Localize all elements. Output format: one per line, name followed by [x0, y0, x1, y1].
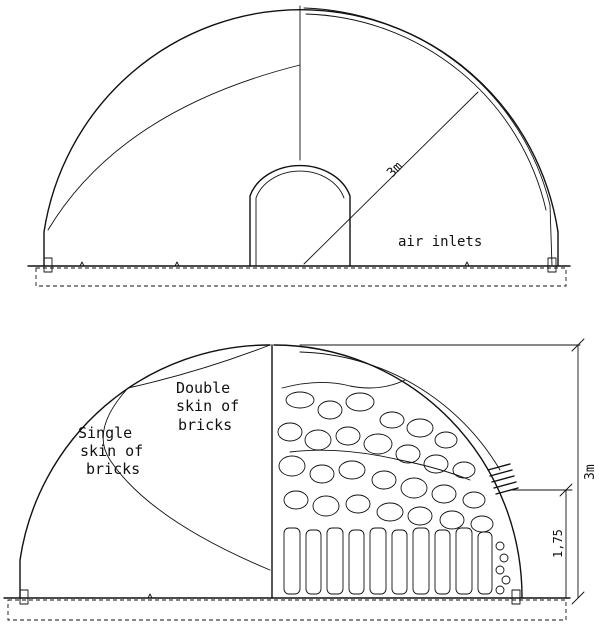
height-dimension — [299, 338, 585, 605]
door-height-label: 1,75 — [551, 529, 565, 558]
bottom-foundation — [7, 599, 567, 621]
top-seam-curve — [47, 64, 301, 231]
double-skin-label: Double skin of bricks — [176, 379, 239, 434]
top-dome-outline — [43, 8, 559, 267]
wood-load — [277, 379, 511, 595]
svg-text:bricks: bricks — [178, 416, 232, 434]
svg-text:skin of: skin of — [80, 442, 143, 460]
single-skin-label: Single skin of bricks — [78, 424, 143, 478]
door-height-dimension — [511, 483, 573, 599]
bottom-air-inlet-marks — [19, 589, 521, 605]
air-inlets-label: air inlets — [398, 234, 482, 250]
bottom-dome-left — [19, 344, 271, 599]
top-radius-line — [303, 91, 479, 265]
svg-text:bricks: bricks — [86, 460, 140, 478]
top-outer-skin-inner — [305, 13, 547, 211]
skin-boundary-curve — [102, 387, 271, 571]
svg-text:skin of: skin of — [176, 397, 239, 415]
svg-text:Double: Double — [176, 379, 230, 397]
top-kiln-elevation: 3m air inlets — [27, 5, 571, 287]
bottom-dome-right — [273, 344, 523, 599]
top-air-inlet-marks — [43, 257, 557, 273]
vent-bricks — [487, 463, 519, 495]
bottom-kiln-section: 3m 1,75 Single skin of bricks Double ski… — [3, 338, 598, 621]
top-foundation — [35, 267, 567, 287]
svg-text:Single: Single — [78, 424, 132, 442]
top-door-inner — [255, 170, 345, 267]
top-outer-skin — [303, 7, 553, 267]
top-dimension-label: 3m — [384, 159, 406, 181]
bottom-outer-skin — [299, 351, 501, 471]
height-label: 3m — [583, 464, 598, 480]
top-door-arch — [249, 164, 351, 267]
skin-boundary-top — [127, 344, 271, 389]
